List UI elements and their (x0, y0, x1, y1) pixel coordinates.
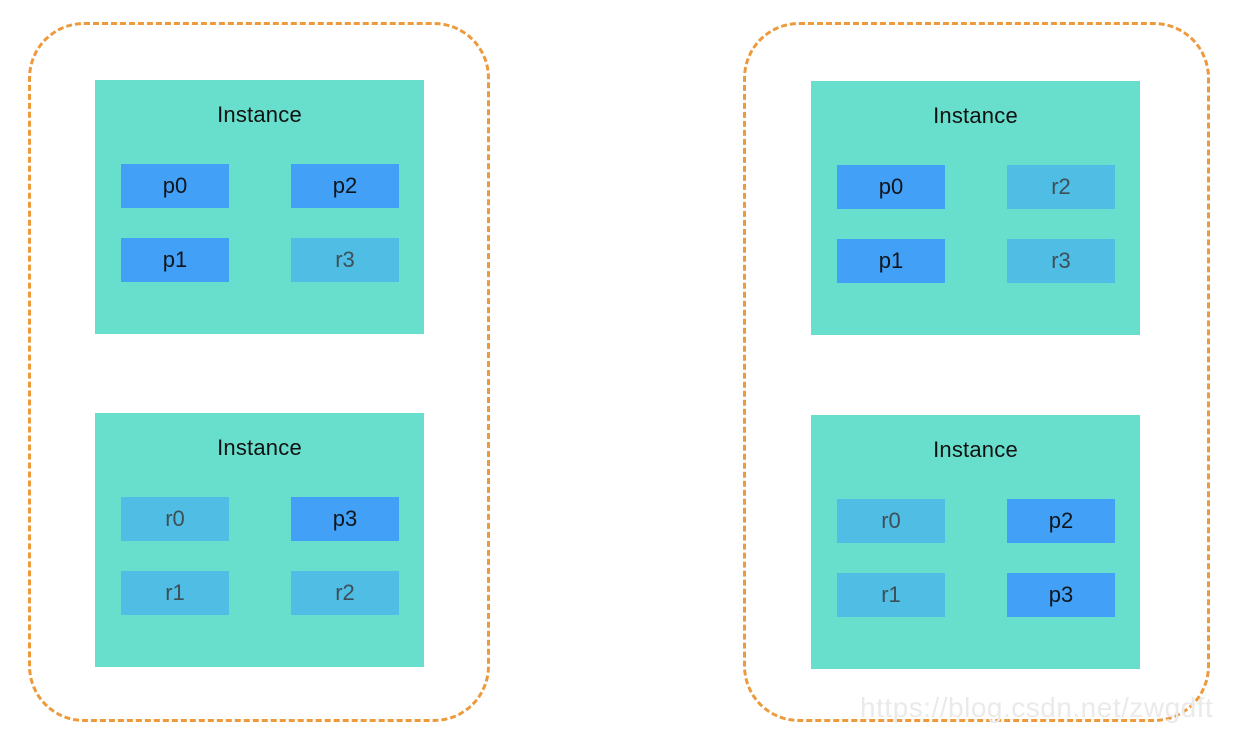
instance-title: Instance (933, 437, 1018, 462)
shard-box-replica[interactable]: r2 (1007, 165, 1115, 209)
instance-panel-left-1: Instance r0 p3 r1 r2 (95, 413, 424, 667)
shard-box-replica[interactable]: r3 (291, 238, 399, 282)
shard-box-primary[interactable]: p2 (291, 164, 399, 208)
shard-box-replica[interactable]: r0 (121, 497, 229, 541)
instance-panel-left-0: Instance p0 p2 p1 r3 (95, 80, 424, 334)
watermark-text: https://blog.csdn.net/zwgdft (860, 692, 1214, 723)
shard-box-replica[interactable]: r0 (837, 499, 945, 543)
shard-box-primary[interactable]: p0 (837, 165, 945, 209)
instance-title: Instance (217, 102, 302, 127)
shard-box-primary[interactable]: p2 (1007, 499, 1115, 543)
shard-box-primary[interactable]: p3 (1007, 573, 1115, 617)
shard-box-replica[interactable]: r1 (121, 571, 229, 615)
shard-box-replica[interactable]: r1 (837, 573, 945, 617)
instance-panel-right-0: Instance p0 r2 p1 r3 (811, 81, 1140, 335)
shard-box-primary[interactable]: p0 (121, 164, 229, 208)
shard-box-replica[interactable]: r3 (1007, 239, 1115, 283)
instance-title: Instance (933, 103, 1018, 128)
cluster-group-left (28, 22, 490, 722)
instance-title: Instance (217, 435, 302, 460)
shard-box-primary[interactable]: p3 (291, 497, 399, 541)
instance-panel-right-1: Instance r0 p2 r1 p3 (811, 415, 1140, 669)
shard-box-replica[interactable]: r2 (291, 571, 399, 615)
cluster-group-right (743, 22, 1210, 722)
shard-box-primary[interactable]: p1 (121, 238, 229, 282)
shard-box-primary[interactable]: p1 (837, 239, 945, 283)
